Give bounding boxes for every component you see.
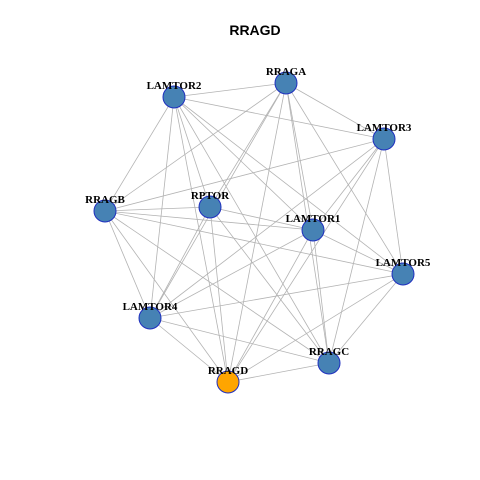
node-layer: [93, 71, 415, 394]
edge-lamtor2-rraga: [173, 82, 287, 98]
edge-lamtor4-rragd: [149, 317, 229, 383]
edge-lamtor1-lamtor5: [312, 229, 404, 275]
node-rragd[interactable]: [216, 370, 240, 394]
node-label-lamtor5: LAMTOR5: [376, 257, 431, 269]
edge-lamtor3-lamtor4: [149, 138, 385, 319]
edge-rraga-rptor: [209, 82, 287, 208]
node-label-rragb: RRAGB: [85, 194, 125, 206]
node-lamtor3[interactable]: [372, 127, 396, 151]
edge-lamtor5-rragd: [227, 273, 404, 383]
edge-rragb-lamtor1: [104, 210, 314, 231]
edge-rragb-lamtor4: [104, 210, 151, 319]
node-label-lamtor3: LAMTOR3: [357, 122, 412, 134]
edge-lamtor3-rragb: [104, 138, 385, 212]
node-label-rraga: RRAGA: [266, 66, 306, 78]
edge-lamtor1-lamtor4: [149, 229, 314, 319]
edge-rptor-lamtor1: [209, 206, 314, 231]
node-rragc[interactable]: [317, 351, 341, 375]
node-label-lamtor1: LAMTOR1: [286, 213, 341, 225]
edge-lamtor3-lamtor1: [312, 138, 385, 231]
edge-lamtor2-lamtor4: [149, 96, 175, 319]
node-rraga[interactable]: [274, 71, 298, 95]
node-label-lamtor2: LAMTOR2: [147, 80, 202, 92]
node-lamtor4[interactable]: [138, 306, 162, 330]
edge-rraga-lamtor5: [285, 82, 404, 275]
edge-rraga-lamtor1: [285, 82, 314, 231]
node-label-rptor: RPTOR: [191, 190, 230, 202]
node-lamtor1[interactable]: [301, 218, 325, 242]
edge-rragb-rragc: [104, 210, 330, 364]
edge-lamtor2-rragb: [104, 96, 175, 212]
edge-lamtor5-rragc: [328, 273, 404, 364]
edge-rraga-rragb: [104, 82, 287, 212]
node-lamtor5[interactable]: [391, 262, 415, 286]
edge-layer: [104, 82, 404, 383]
edge-lamtor2-rragc: [173, 96, 330, 364]
edge-lamtor5-lamtor4: [149, 273, 404, 319]
edge-lamtor2-rragd: [173, 96, 229, 383]
edge-lamtor1-rragd: [227, 229, 314, 383]
edge-rragb-rptor: [104, 206, 211, 212]
edge-rragb-lamtor5: [104, 210, 404, 275]
node-label-rragc: RRAGC: [309, 346, 349, 358]
edge-lamtor2-lamtor5: [173, 96, 404, 275]
node-rragb[interactable]: [93, 199, 117, 223]
node-lamtor2[interactable]: [162, 85, 186, 109]
edge-lamtor2-lamtor1: [173, 96, 314, 231]
edge-lamtor4-rragc: [149, 317, 330, 364]
node-rptor[interactable]: [198, 195, 222, 219]
edge-lamtor2-rptor: [173, 96, 211, 208]
node-label-lamtor4: LAMTOR4: [123, 301, 178, 313]
edge-rragb-rragd: [104, 210, 229, 383]
edge-rptor-lamtor4: [149, 206, 211, 319]
edge-lamtor3-lamtor5: [383, 138, 404, 275]
node-label-rragd: RRAGD: [208, 365, 248, 377]
edge-rragd-rragc: [227, 362, 330, 383]
diagram-title: RRAGD: [229, 22, 280, 38]
edge-rptor-rragc: [209, 206, 330, 364]
edge-rraga-rragd: [227, 82, 287, 383]
edge-lamtor1-rragc: [312, 229, 330, 364]
edge-lamtor3-rragd: [227, 138, 385, 383]
edge-rptor-rragd: [209, 206, 229, 383]
edge-rraga-lamtor3: [285, 82, 385, 140]
